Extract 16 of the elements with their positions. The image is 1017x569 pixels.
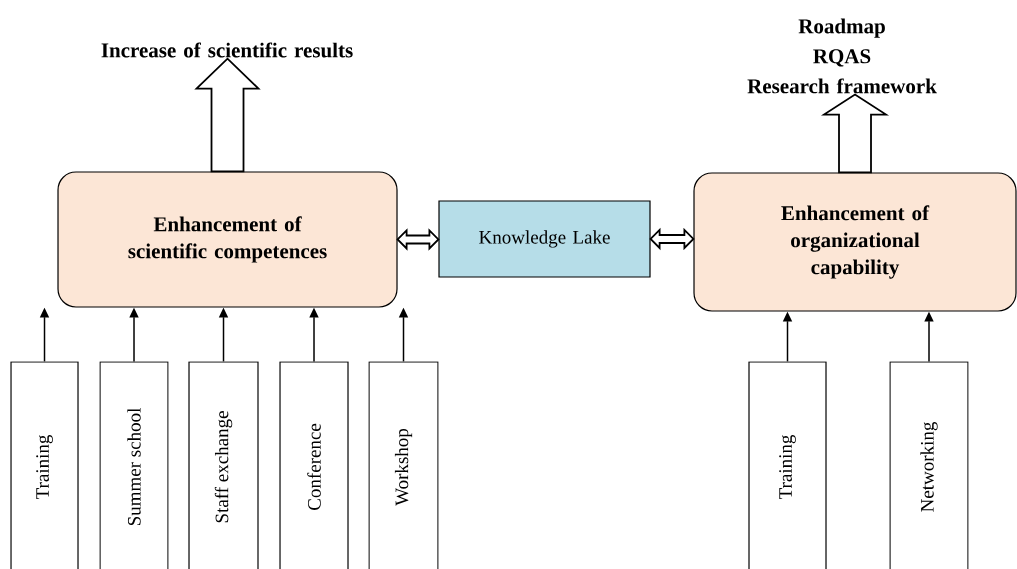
activity-box: Staff exchange <box>188 361 259 569</box>
activity-box: Workshop <box>368 361 439 569</box>
outcome-text: Increase of scientific results <box>101 42 353 58</box>
knowledge-box: Knowledge Lake <box>438 200 651 278</box>
hollow-arrow <box>820 93 890 174</box>
activity-box: Networking <box>889 361 969 569</box>
rounded-box: Enhancement of scientific competences <box>57 171 398 308</box>
hollow-arrow <box>194 57 261 173</box>
rounded-box: Enhancement of organizational capability <box>693 172 1017 312</box>
activity-box: Summer school <box>99 361 169 569</box>
hollow-arrow <box>396 228 440 251</box>
hollow-arrow <box>649 227 695 251</box>
activity-box: Training <box>10 361 79 569</box>
activity-box: Conference <box>279 361 349 569</box>
activity-box: Training <box>748 361 827 569</box>
outcome-text: Roadmap RQAS Research framework <box>747 18 937 94</box>
